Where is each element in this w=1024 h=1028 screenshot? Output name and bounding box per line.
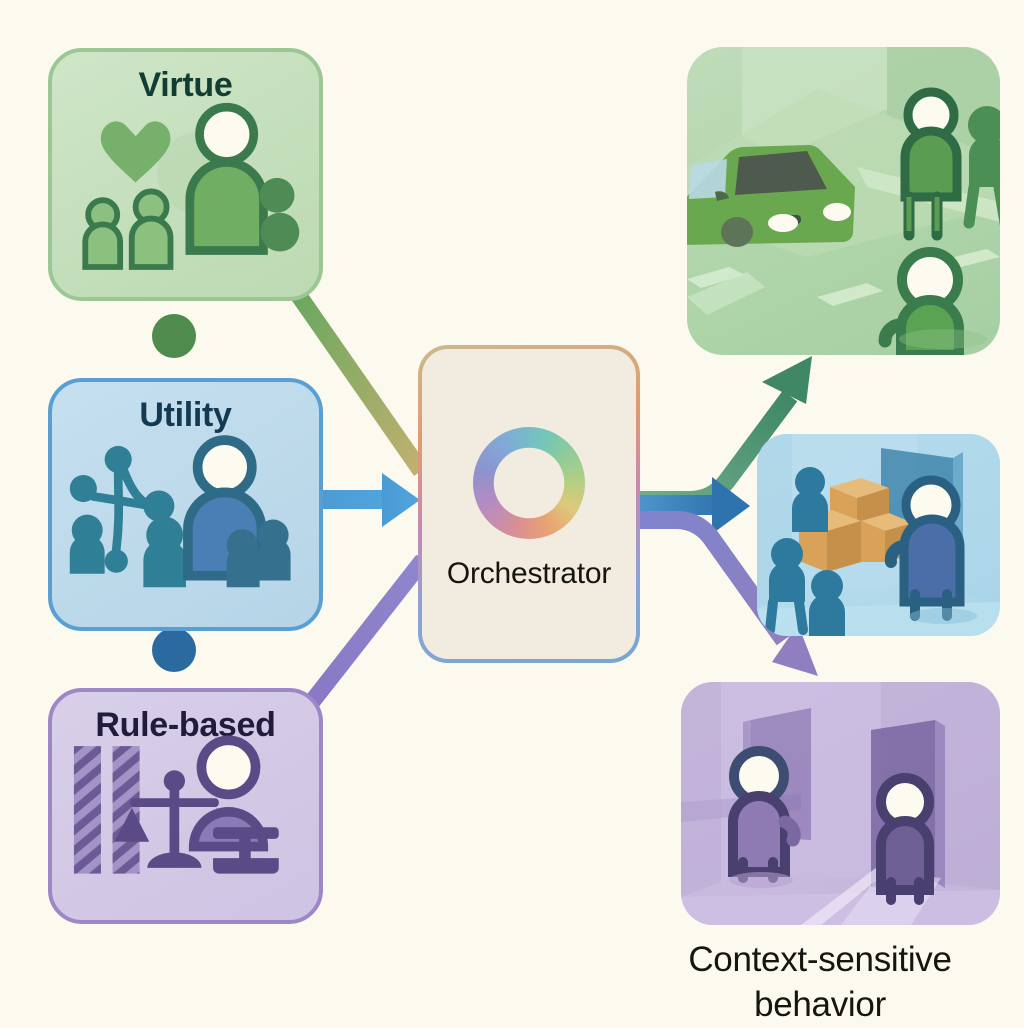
person-icon xyxy=(792,467,828,532)
pedestrian-icon xyxy=(900,87,962,241)
person-figure-icon xyxy=(183,435,291,588)
warehouse-scene-graphics xyxy=(757,434,1000,636)
virtue-card-title: Virtue xyxy=(138,66,233,104)
heart-icon xyxy=(100,121,171,183)
network-nodes-icon xyxy=(69,445,175,573)
person-icon xyxy=(876,773,934,905)
person-at-desk-icon xyxy=(188,735,279,874)
orchestrator-card[interactable]: Orchestrator xyxy=(418,345,640,663)
virtue-utility-dot xyxy=(152,314,196,358)
utility-to-orchestrator-arrow xyxy=(310,473,420,527)
rule-icon-group xyxy=(73,735,279,874)
virtue-icon-group xyxy=(82,102,300,270)
person-icon xyxy=(765,538,808,635)
output-scene-warehouse[interactable] xyxy=(757,434,1000,636)
input-card-virtue[interactable]: Virtue xyxy=(48,48,323,301)
pedestrian-icon xyxy=(878,247,964,355)
people-group-icon xyxy=(82,188,174,270)
output-scene-street[interactable] xyxy=(687,47,1000,355)
car-icon xyxy=(687,145,855,247)
orchestrator-label: Orchestrator xyxy=(446,557,612,590)
orchestrator-inner: Orchestrator xyxy=(422,349,636,659)
utility-card-title: Utility xyxy=(139,396,232,434)
orchestrator-ring-icon xyxy=(473,427,585,539)
output-scene-doors[interactable] xyxy=(681,682,1000,925)
person-icon xyxy=(884,475,965,621)
striped-bars-icon xyxy=(73,746,140,874)
person-with-child-icon xyxy=(185,102,300,255)
people-group-icon xyxy=(69,514,186,588)
utility-rule-dot xyxy=(152,628,196,672)
output-caption: Context-sensitive behavior xyxy=(688,940,952,1024)
orchestrator-to-warehouse-arrow xyxy=(639,477,750,534)
person-icon xyxy=(728,746,801,883)
person-icon xyxy=(809,570,845,636)
doors-scene-graphics xyxy=(681,682,1000,925)
input-card-utility[interactable]: Utility xyxy=(48,378,323,631)
cardboard-box-icon xyxy=(799,510,861,572)
pedestrian-icon xyxy=(963,106,1000,229)
utility-icon-group xyxy=(69,435,291,588)
input-card-rule-based[interactable]: Rule-based xyxy=(48,688,323,924)
street-scene-graphics xyxy=(687,47,1000,355)
rule-card-title: Rule-based xyxy=(95,706,276,744)
